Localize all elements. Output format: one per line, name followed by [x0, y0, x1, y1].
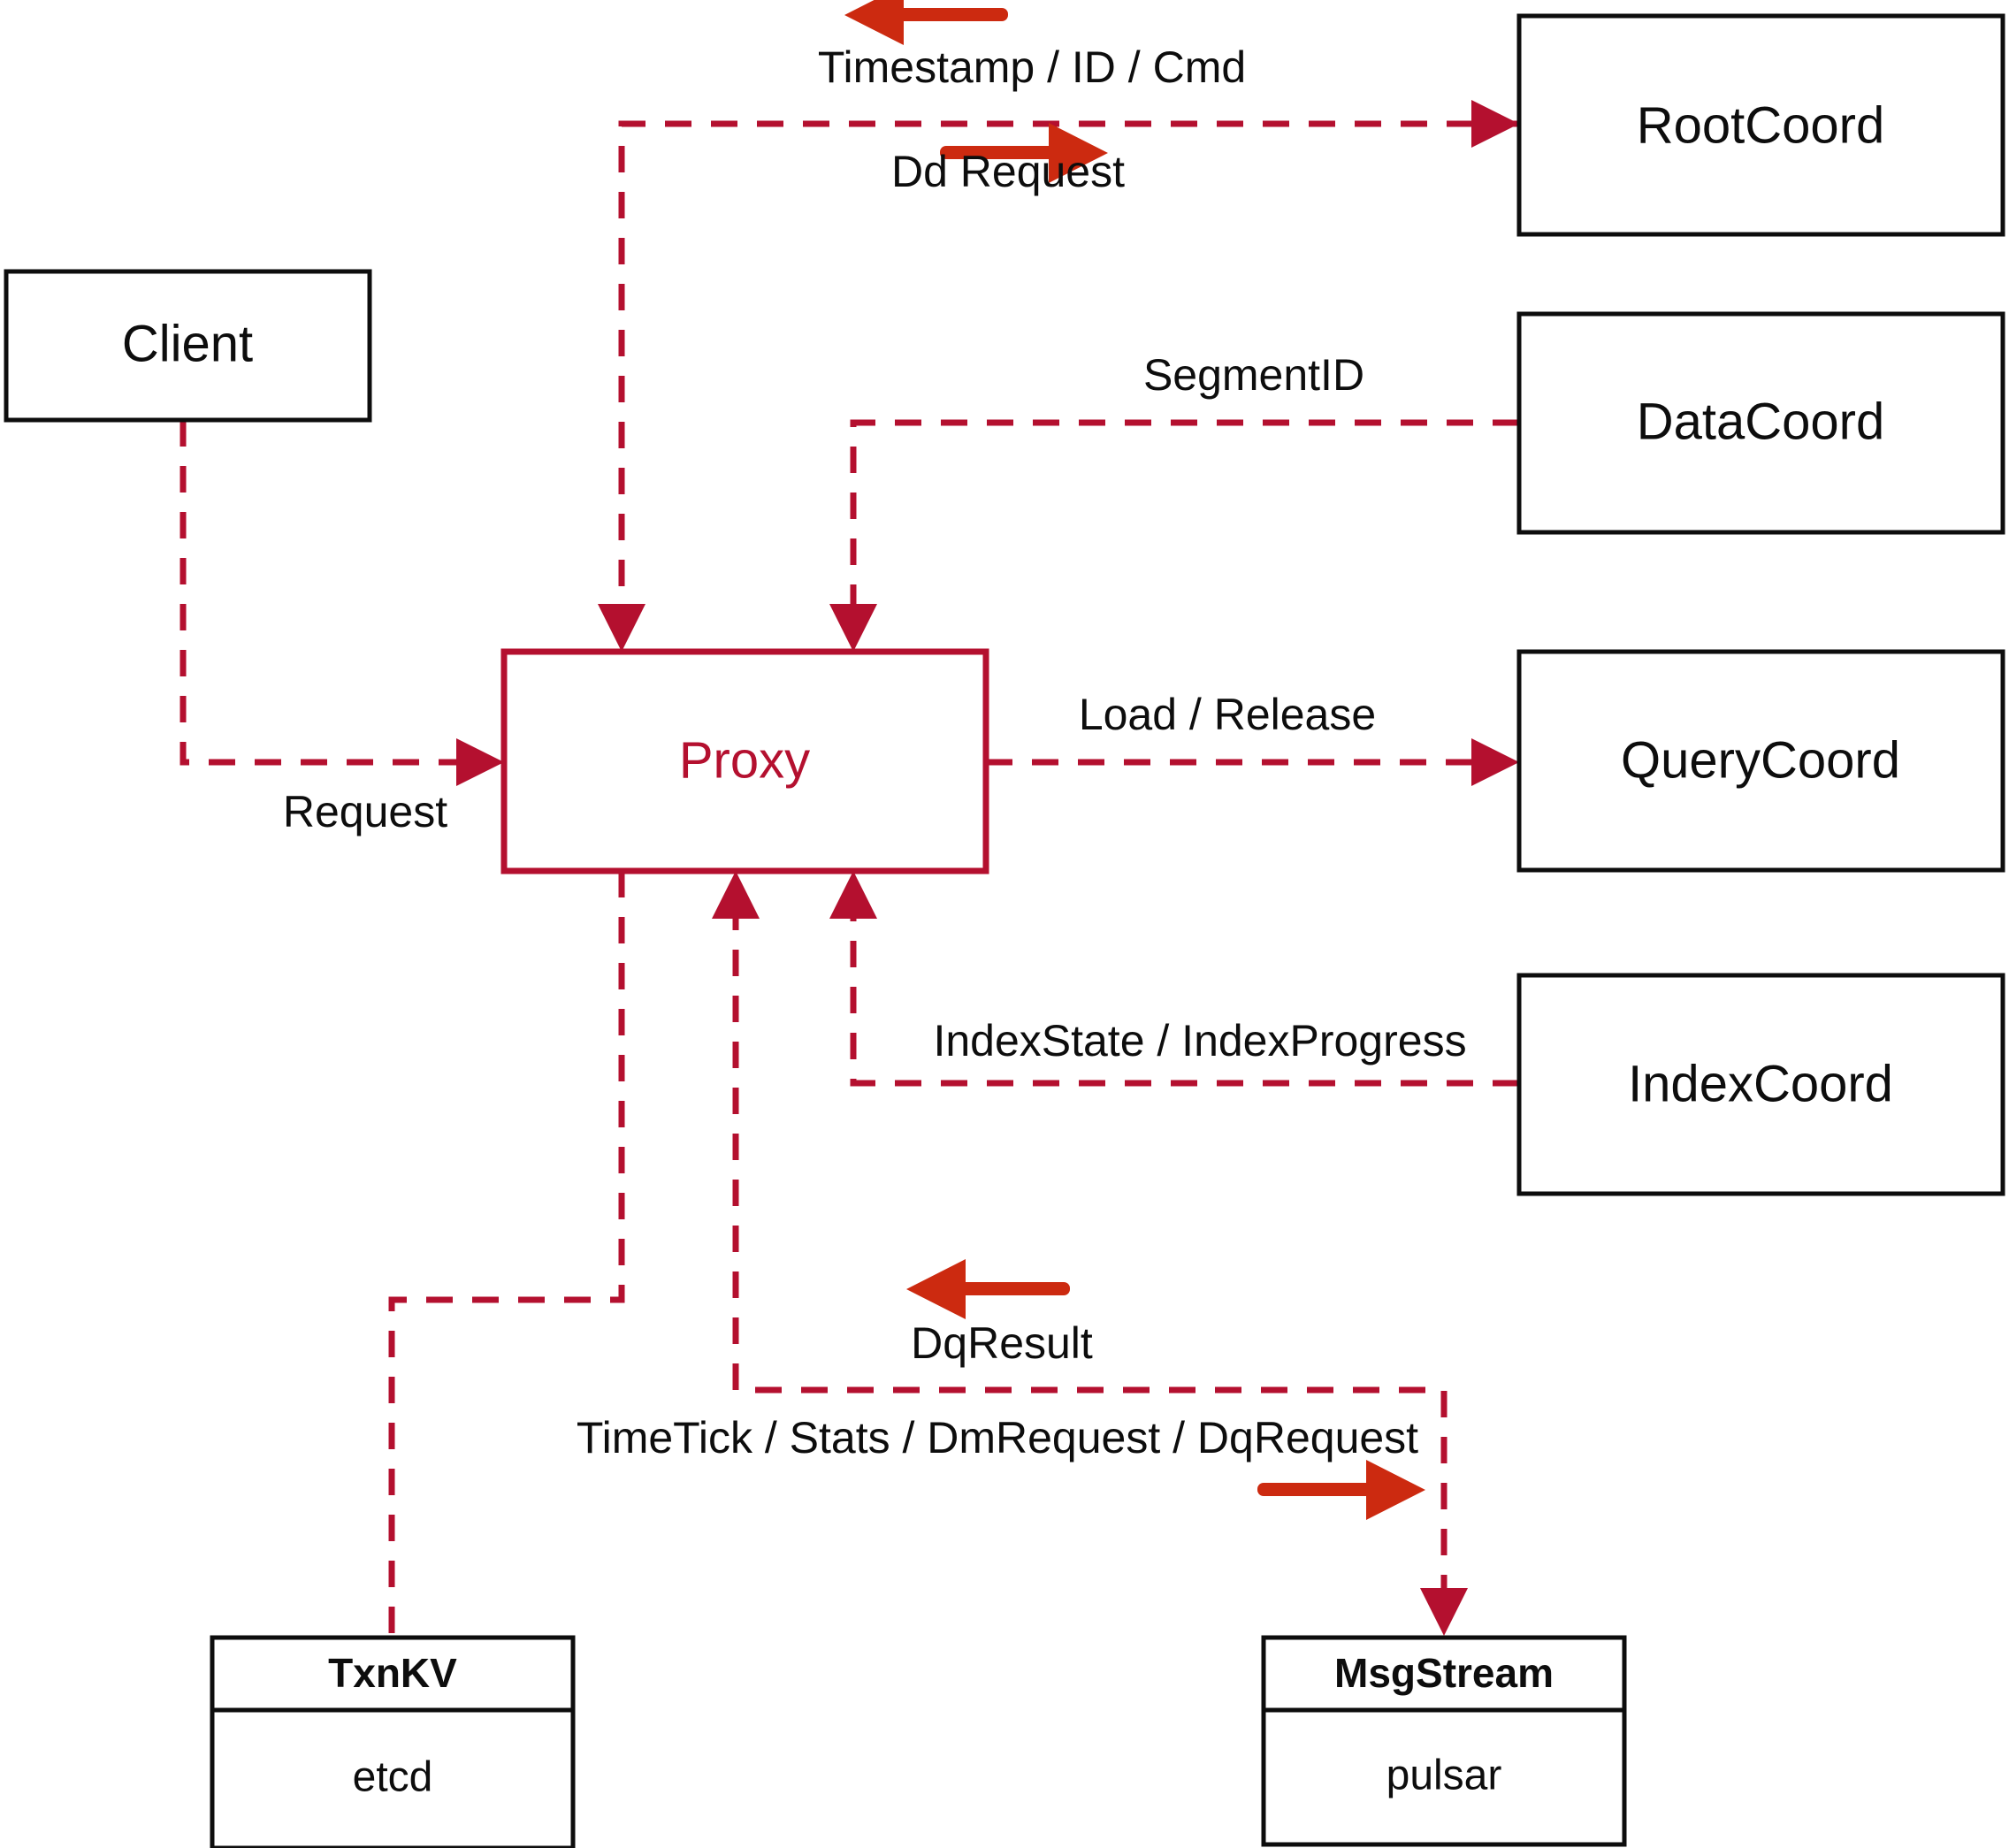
node-txnkv-title: TxnKV [328, 1650, 457, 1696]
edge-txnkv [388, 871, 625, 1638]
edge-index-state-progress [829, 871, 1519, 1087]
edge-timetick-stats [712, 871, 1468, 1636]
node-index-coord-label: IndexCoord [1628, 1055, 1893, 1112]
node-proxy-label: Proxy [679, 731, 810, 789]
node-query-coord-box[interactable] [1516, 649, 2005, 873]
edge-timestamp-id-cmd [598, 120, 1519, 652]
edge-label-timetick-stats: TimeTick / Stats / DmRequest / DqRequest [577, 1413, 1418, 1462]
edge-label-dd-request: Dd Request [891, 147, 1125, 196]
node-client-label: Client [122, 315, 253, 372]
edge-load-release-arrowhead [1471, 738, 1519, 786]
edge-dq-result-arrowhead [712, 871, 760, 919]
edge-request [180, 420, 504, 786]
edge-segment-id [829, 419, 1519, 652]
edge-dd-request [1471, 100, 1519, 148]
node-index-coord[interactable]: IndexCoord [1516, 973, 2005, 1196]
edge-dd-request-arrowhead [1471, 100, 1519, 148]
node-index-coord-box[interactable] [1516, 973, 2005, 1196]
node-client-box[interactable] [4, 269, 372, 423]
edge-segment-id-path [850, 419, 1519, 619]
edge-timetick-stats-path [732, 904, 1448, 1603]
edge-label-dq-result: DqResult [911, 1318, 1093, 1368]
edge-request-path [180, 420, 471, 766]
direction-arrow-dd-request-right [940, 123, 1108, 183]
node-root-coord[interactable]: RootCoord [1516, 13, 2005, 237]
node-root-coord-label: RootCoord [1637, 96, 1884, 154]
edge-label-index-state-progress: IndexState / IndexProgress [933, 1016, 1466, 1065]
node-data-coord[interactable]: DataCoord [1516, 311, 2005, 535]
edge-segment-id-arrowhead [829, 604, 877, 652]
edge-label-request: Request [283, 787, 447, 836]
edge-load-release [986, 738, 1519, 786]
edge-index-state-progress-path [850, 904, 1519, 1087]
edge-label-load-release: Load / Release [1079, 690, 1376, 739]
edge-label-segment-id: SegmentID [1143, 350, 1364, 400]
node-proxy[interactable]: Proxy [500, 648, 989, 874]
node-root-coord-box[interactable] [1516, 13, 2005, 237]
edge-index-state-progress-arrowhead [829, 871, 877, 919]
node-query-coord[interactable]: QueryCoord [1516, 649, 2005, 873]
node-msgstream-impl: pulsar [1386, 1753, 1502, 1799]
edge-label-timestamp-id-cmd: Timestamp / ID / Cmd [818, 42, 1246, 92]
node-msgstream-box[interactable] [1261, 1635, 1627, 1847]
node-txnkv-box[interactable] [210, 1635, 576, 1848]
direction-arrow-timetick-right [1257, 1460, 1425, 1520]
edge-txnkv-path [388, 871, 625, 1638]
node-data-coord-label: DataCoord [1637, 393, 1884, 450]
edge-timetick-stats-arrowhead [1420, 1588, 1468, 1636]
node-txnkv[interactable]: TxnKV etcd [210, 1635, 576, 1848]
node-query-coord-label: QueryCoord [1621, 731, 1900, 789]
edge-timestamp-id-cmd-path [618, 120, 1519, 619]
node-msgstream-title: MsgStream [1334, 1650, 1554, 1696]
node-client[interactable]: Client [4, 269, 372, 423]
edge-timestamp-id-cmd-arrowhead [598, 604, 645, 652]
direction-arrow-timestamp-left [844, 0, 1008, 45]
node-txnkv-impl: etcd [353, 1754, 433, 1801]
direction-arrow-dq-result-left [906, 1259, 1070, 1319]
edge-request-arrowhead [456, 738, 504, 786]
node-proxy-box[interactable] [500, 648, 989, 874]
node-msgstream[interactable]: MsgStream pulsar [1261, 1635, 1627, 1847]
node-data-coord-box[interactable] [1516, 311, 2005, 535]
